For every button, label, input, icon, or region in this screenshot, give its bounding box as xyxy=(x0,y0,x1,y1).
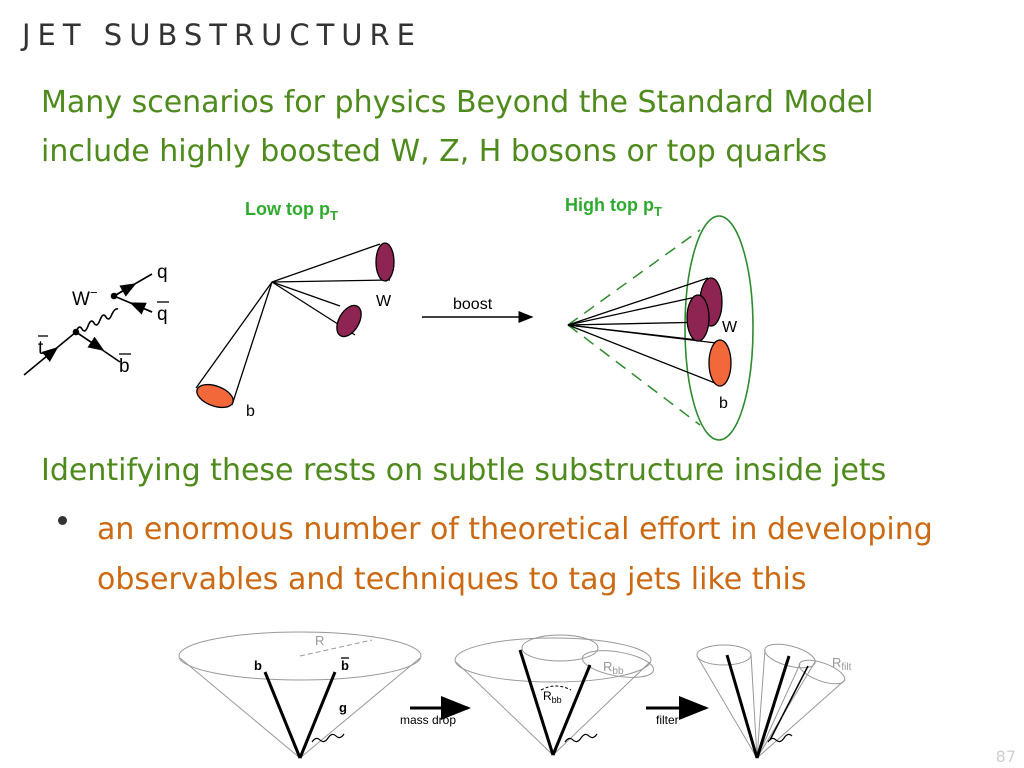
feyn-q-label: q xyxy=(157,262,168,283)
identify-text: Identifying these rests on subtle substr… xyxy=(41,453,887,488)
feyn-tbar-label: t xyxy=(38,338,44,359)
cone-b-label: b xyxy=(254,658,262,673)
mass-drop-label: mass drop xyxy=(400,713,456,727)
feyn-w-label: W− xyxy=(72,285,98,310)
high-b-label: b xyxy=(719,395,728,412)
rbb-label-center: Rbb xyxy=(543,689,562,705)
rbb-label-right: Rbb xyxy=(603,659,624,677)
cone-original xyxy=(178,631,422,759)
intro-line-1: Many scenarios for physics Beyond the St… xyxy=(41,85,874,120)
rfilt-label: Rfilt xyxy=(832,655,852,673)
bullet-line-1: an enormous number of theoretical effort… xyxy=(97,512,933,547)
low-b-label: b xyxy=(246,403,255,420)
cone-r-label: R xyxy=(315,633,324,648)
boost-label: boost xyxy=(453,296,493,313)
feyn-bbar-label: b xyxy=(119,356,130,377)
high-w-label: W xyxy=(722,319,738,336)
slide-title: JET SUBSTRUCTURE xyxy=(22,18,422,52)
cone-bbar-label: b xyxy=(341,658,349,673)
filter-label: filter xyxy=(656,713,679,727)
bullet-text: an enormous number of theoretical effort… xyxy=(97,505,933,605)
intro-text: Many scenarios for physics Beyond the St… xyxy=(41,78,874,176)
cone-filtered xyxy=(696,643,846,759)
low-pt-label: Low top pT xyxy=(245,199,338,223)
mass-drop-figure: R b b g mass drop Rbb Rbb filter Rfil xyxy=(178,631,852,759)
feynman-diagram xyxy=(23,273,153,376)
cone-mass-drop xyxy=(454,634,655,756)
intro-line-2: include highly boosted W, Z, H bosons or… xyxy=(41,134,828,169)
bullet-dot-icon xyxy=(58,516,67,525)
high-pt-jets xyxy=(567,215,754,441)
high-pt-label: High top pT xyxy=(565,195,662,219)
feyn-qbar-label: q xyxy=(157,304,168,325)
top-decay-figure: W− q q t b Low top pT W b boost High top… xyxy=(23,195,754,441)
low-w-label: W xyxy=(376,293,392,310)
bullet-line-2: observables and techniques to tag jets l… xyxy=(97,562,807,597)
low-pt-jets xyxy=(195,242,395,409)
page-number: 87 xyxy=(995,747,1016,766)
cone-g-label: g xyxy=(339,700,347,715)
